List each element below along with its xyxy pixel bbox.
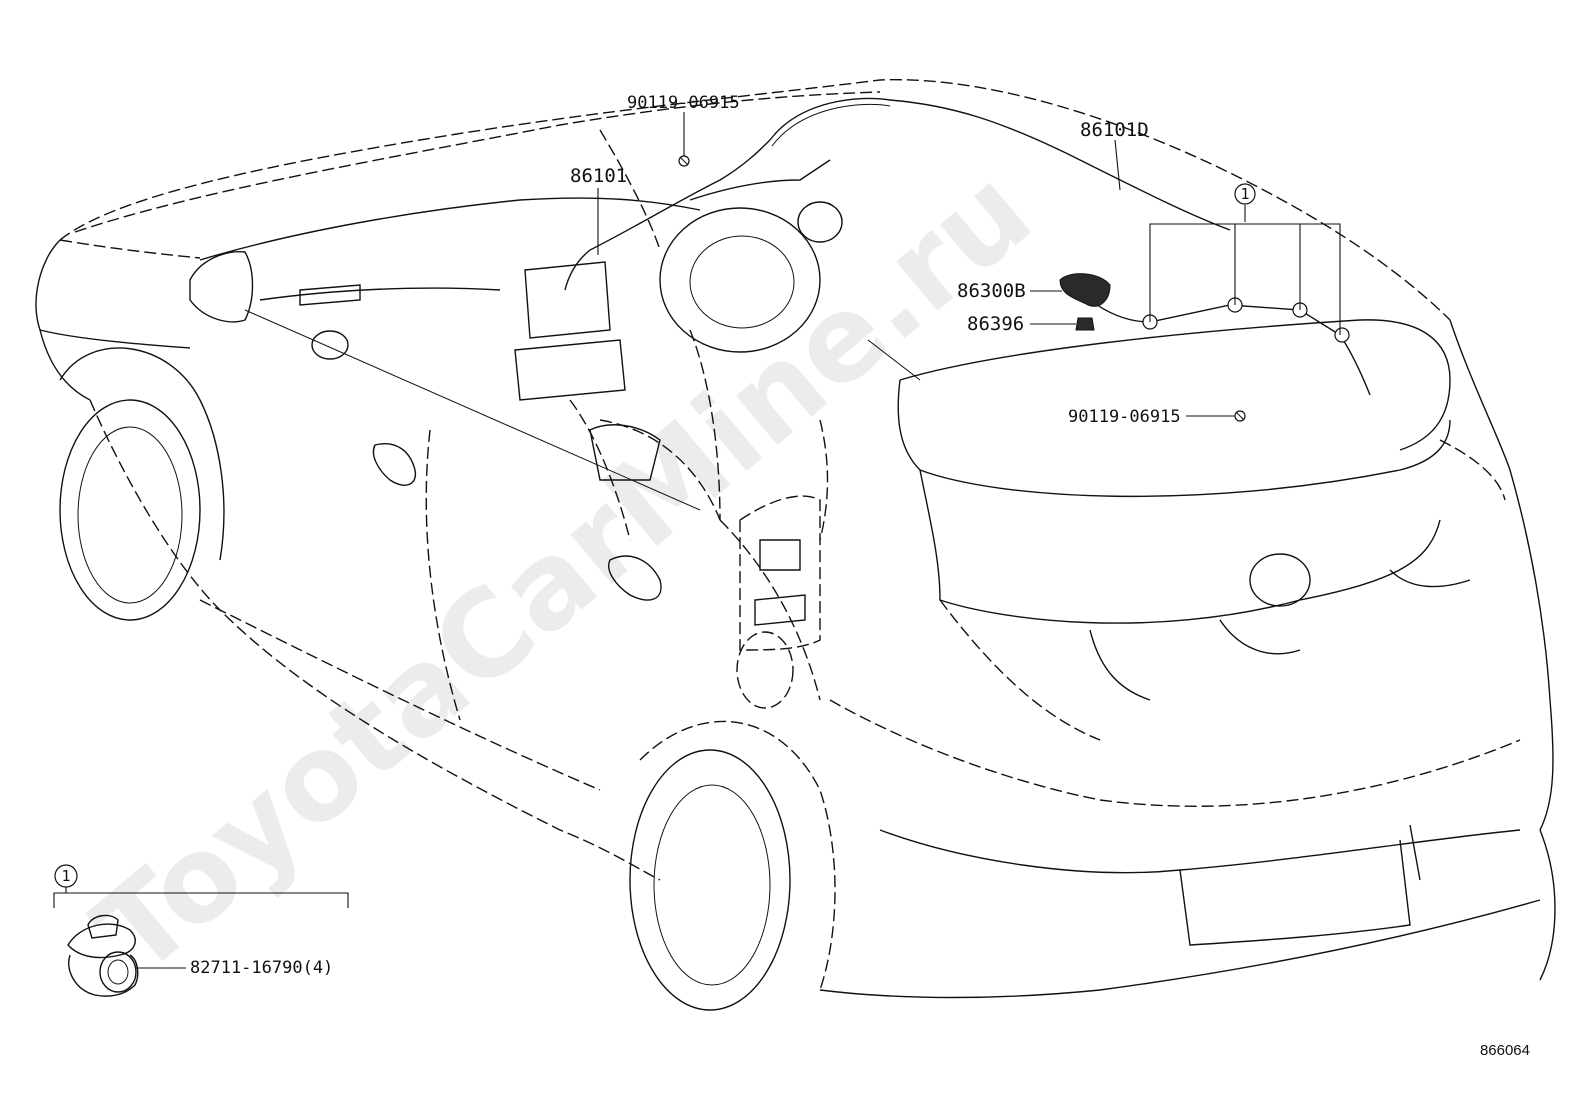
ref-mark-label: 1: [1240, 185, 1249, 203]
cable-clamp-marker: [1334, 327, 1350, 343]
car-body-outline: [35, 78, 1556, 1011]
callout-bolt-front: 90119-06915: [627, 93, 740, 113]
watermark-text: ToyotaCarMine.ru: [69, 142, 1056, 1002]
callout-feeder-front: 86101: [570, 165, 627, 187]
legend-clamp-part-number: 82711-16790(4): [190, 958, 333, 978]
antenna-feeder-cables: [564, 97, 1371, 396]
callout-leader-lines: [597, 112, 1341, 417]
callout-antenna-pad: 86396: [967, 313, 1024, 335]
legend-mark-label: 1: [61, 867, 70, 885]
bolt-icon: [1234, 410, 1246, 422]
callout-bolt-rear: 90119-06915: [1068, 407, 1181, 427]
diagram-id: 866064: [1480, 1042, 1530, 1059]
antenna-unit-shape: [1059, 273, 1111, 307]
legend-panel: 1 82711-16790(4): [53, 864, 349, 997]
bolt-icon: [678, 155, 690, 167]
ref-mark-circle: [1234, 183, 1256, 205]
antenna-pad-shape: [1075, 317, 1095, 331]
callout-feeder-roof: 86101D: [1080, 119, 1149, 141]
callout-antenna: 86300B: [957, 280, 1026, 302]
